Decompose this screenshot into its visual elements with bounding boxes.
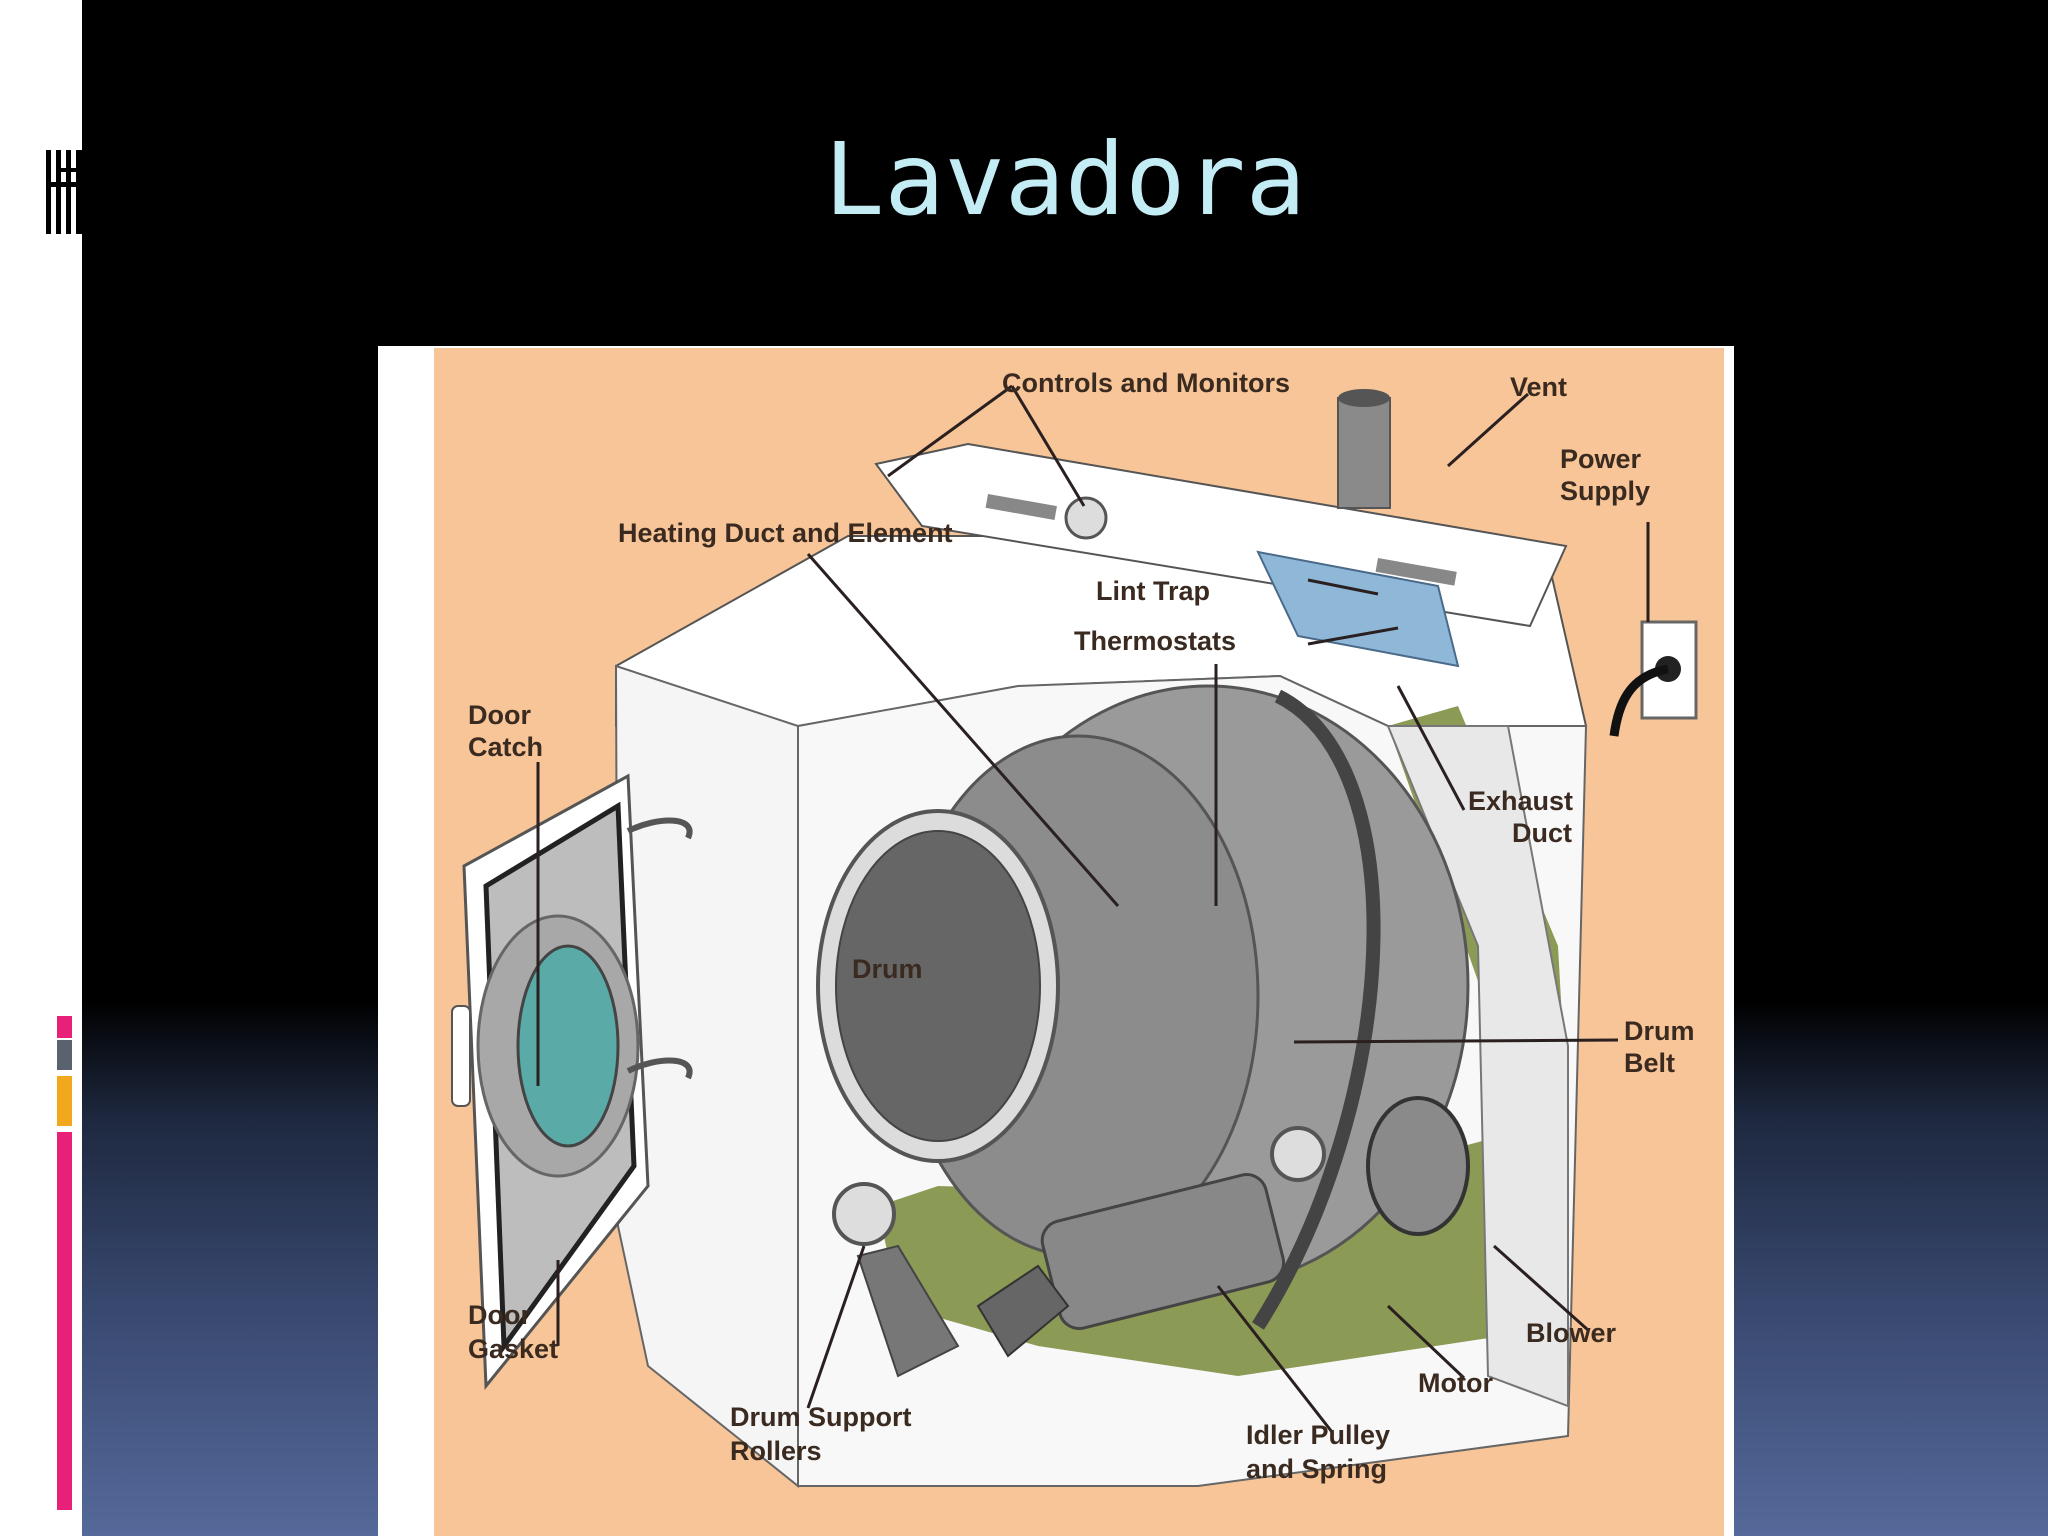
label-drum-belt-line1: Drum xyxy=(1624,1016,1695,1046)
label-drum-belt-line2: Belt xyxy=(1624,1048,1675,1078)
roller-bracket xyxy=(856,1244,960,1378)
door-handle xyxy=(451,1005,471,1107)
label-exhaust-line1: Exhaust xyxy=(1468,786,1573,816)
idler-pulley-arm xyxy=(976,1264,1070,1358)
label-lint-trap: Lint Trap xyxy=(1096,576,1210,606)
door-hinge-bottom xyxy=(626,1057,693,1080)
control-buttons-left xyxy=(985,494,1057,520)
label-power-line1: Power xyxy=(1560,444,1642,474)
label-exhaust-line2: Duct xyxy=(1512,818,1572,848)
label-rollers-line1: Drum Support xyxy=(730,1402,912,1432)
label-controls-and-monitors: Controls and Monitors xyxy=(1002,368,1290,398)
label-door-catch-line2: Catch xyxy=(468,732,543,762)
decor-top-bars xyxy=(46,150,82,234)
interior-right-wall xyxy=(1386,725,1569,1408)
label-motor: Motor xyxy=(1418,1368,1493,1398)
control-knob xyxy=(1064,496,1108,540)
drum-opening xyxy=(835,830,1041,1142)
vent-pipe xyxy=(1337,397,1391,509)
label-blower: Blower xyxy=(1526,1318,1617,1348)
blower-wheel xyxy=(1366,1096,1470,1236)
label-door-catch-line1: Door xyxy=(468,700,531,730)
label-door-gasket-line2: Gasket xyxy=(468,1334,558,1364)
vent-opening xyxy=(1338,389,1390,407)
decor-gray-bar xyxy=(57,1040,72,1070)
decor-orange-bar xyxy=(57,1076,72,1126)
door-window-glass xyxy=(516,944,620,1148)
drum-belt-shape xyxy=(1252,689,1381,1330)
leader-lines xyxy=(536,384,1650,1433)
decor-pink-bar-long xyxy=(57,1132,72,1510)
drum-support-roller-left xyxy=(832,1182,896,1246)
label-idler-line1: Idler Pulley xyxy=(1246,1420,1390,1450)
label-door-gasket-line1: Door xyxy=(468,1300,531,1330)
power-cord xyxy=(1609,664,1669,737)
dryer-diagram: Controls and Monitors Vent Power Supply … xyxy=(378,346,1734,1536)
dryer-cutaway-illustration: Controls and Monitors Vent Power Supply … xyxy=(434,348,1724,1536)
motor-body xyxy=(1040,1173,1286,1330)
drum-support-roller-right xyxy=(1270,1126,1326,1182)
label-heating-duct: Heating Duct and Element xyxy=(618,518,953,548)
label-drum: Drum xyxy=(852,954,923,984)
label-rollers-line2: Rollers xyxy=(730,1436,822,1466)
label-thermostats: Thermostats xyxy=(1074,626,1236,656)
control-buttons-right xyxy=(1375,558,1457,586)
decor-pink-bar-short xyxy=(57,1016,72,1038)
slide-title: Lavadora xyxy=(824,121,1306,238)
label-power-line2: Supply xyxy=(1560,476,1650,506)
label-vent: Vent xyxy=(1510,372,1567,402)
label-idler-line2: and Spring xyxy=(1246,1454,1387,1484)
door-hinge-top xyxy=(626,817,693,840)
